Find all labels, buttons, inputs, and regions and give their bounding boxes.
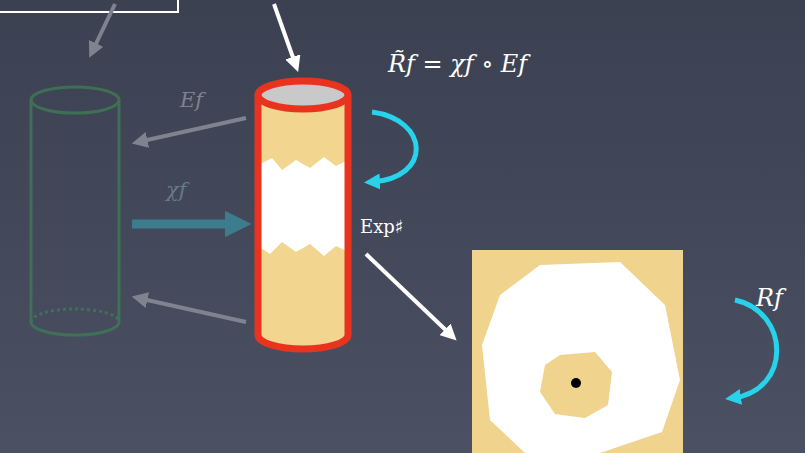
cylinder [258, 81, 348, 349]
cut-box [0, 0, 178, 12]
faded-cylinder [31, 87, 119, 335]
formula-label: R̃f = χf ∘ Ef [388, 50, 527, 78]
loop-arrow [733, 300, 777, 398]
faded-arrow [138, 298, 246, 322]
map-label: Rf [756, 284, 783, 312]
pointer-arrow [274, 4, 296, 66]
faded-arrow [138, 118, 246, 142]
faded-pointer [92, 4, 115, 52]
faded-label: χf [166, 178, 187, 202]
loop-arrow [372, 112, 416, 182]
faded-arrow [132, 220, 238, 229]
faded-label: Ef [180, 88, 203, 112]
map-arrow [366, 254, 452, 336]
map-label: Exp♯ [360, 216, 404, 237]
disk-picture [472, 250, 683, 453]
